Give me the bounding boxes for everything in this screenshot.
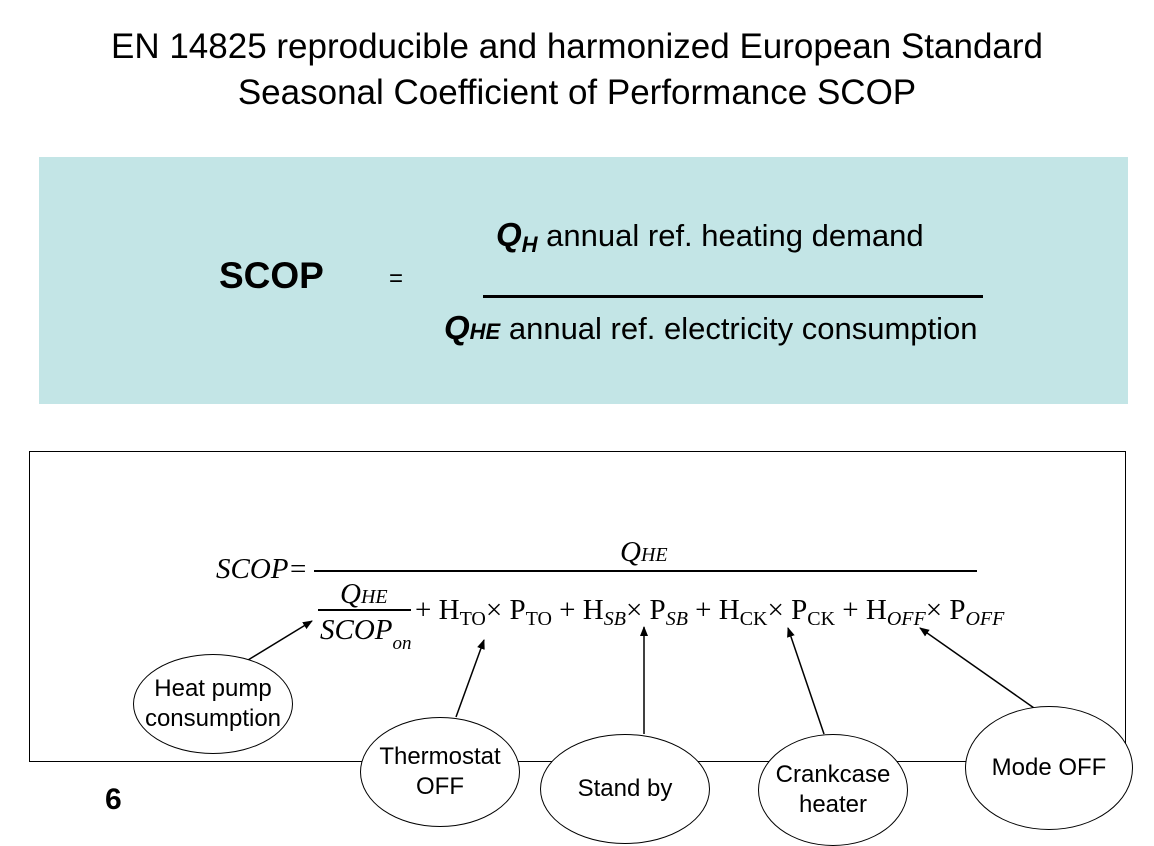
arrow-thermostat xyxy=(455,639,485,718)
formula-scop-label: SCOP xyxy=(216,553,289,585)
bubble-crankcase-heater: Crankcase heater xyxy=(758,734,908,846)
sub-to: TO xyxy=(525,608,552,630)
on-subscript: on xyxy=(392,633,412,654)
arrow-heat-pump xyxy=(247,620,313,661)
bubble-heat-pump-consumption: Heat pump consumption xyxy=(133,654,293,754)
scop-label: SCOP xyxy=(219,255,324,296)
inner-denominator: SCOPon xyxy=(320,614,412,655)
q-subscript: H xyxy=(521,232,538,257)
q-symbol: Q xyxy=(620,536,641,568)
inner-fraction-bar xyxy=(318,609,411,611)
sub-off: OFF xyxy=(965,608,1005,630)
term-p-sb: × P xyxy=(625,594,666,626)
arrow-mode-off xyxy=(919,627,1035,709)
term-h-to: + H xyxy=(415,594,460,626)
bubble-label: Stand by xyxy=(577,775,673,802)
q-symbol: Q xyxy=(496,216,522,253)
formula-terms: + HTO× PTO + HSB× PSB + HCK× PCK + HOFF×… xyxy=(415,594,1004,631)
sub-off: OFF xyxy=(886,608,926,630)
slide-title-line1: EN 14825 reproducible and harmonized Eur… xyxy=(110,27,1044,66)
formula-numerator: QHE xyxy=(620,536,668,569)
bubble-label: Crankcase heater xyxy=(775,761,891,818)
term-p-off: × P xyxy=(925,594,966,626)
q-symbol: Q xyxy=(444,309,470,346)
q-symbol: Q xyxy=(340,578,361,610)
sub-ck: CK xyxy=(807,608,836,630)
bubble-label: Mode OFF xyxy=(991,754,1107,781)
q-subscript: HE xyxy=(640,544,668,566)
denominator-electricity-consumption: QHE annual ref. electricity consumption xyxy=(444,309,978,347)
slide-title-line2: Seasonal Coefficient of Performance SCOP xyxy=(237,73,917,112)
bubble-label: Thermostat OFF xyxy=(379,743,501,800)
term-h-ck: + H xyxy=(695,594,740,626)
term-p-ck: × P xyxy=(767,594,808,626)
equals-sign: = xyxy=(389,265,404,292)
sub-sb: SB xyxy=(603,608,626,630)
sub-to: TO xyxy=(459,608,486,630)
numerator-heating-demand: QH annual ref. heating demand xyxy=(496,216,924,258)
q-subscript: HE xyxy=(360,586,388,608)
scop-symbol: SCOP xyxy=(320,614,393,646)
denominator-text: annual ref. electricity consumption xyxy=(500,311,978,346)
formula-equals: = xyxy=(290,553,307,585)
term-p-to: × P xyxy=(485,594,526,626)
page-number: 6 xyxy=(105,783,122,816)
numerator-text: annual ref. heating demand xyxy=(537,218,924,253)
inner-numerator: QHE xyxy=(340,578,388,611)
bubble-label: Heat pump consumption xyxy=(144,675,282,732)
bubble-mode-off: Mode OFF xyxy=(965,706,1133,830)
bubble-stand-by: Stand by xyxy=(540,734,710,844)
term-h-sb: + H xyxy=(559,594,604,626)
arrow-crankcase xyxy=(787,627,825,735)
sub-sb: SB xyxy=(665,608,688,630)
term-h-off: + H xyxy=(842,594,887,626)
q-subscript: HE xyxy=(469,319,501,344)
formula-main-bar xyxy=(314,570,977,572)
sub-ck: CK xyxy=(739,608,768,630)
bubble-thermostat-off: Thermostat OFF xyxy=(360,717,520,827)
scop-definition-box: SCOP = QH annual ref. heating demand QHE… xyxy=(39,157,1128,404)
fraction-bar xyxy=(483,295,983,298)
